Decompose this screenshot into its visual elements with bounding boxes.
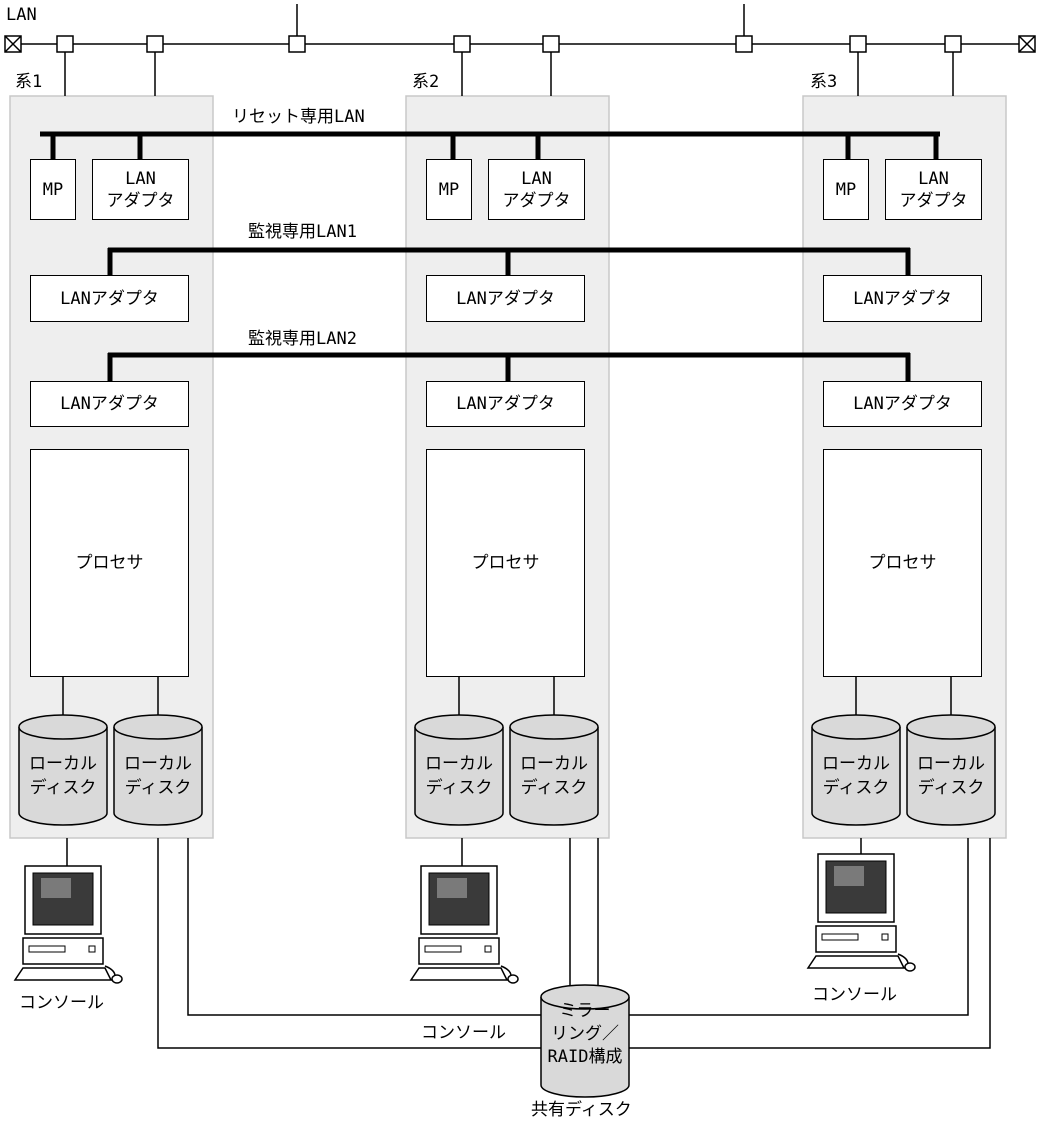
monitor-lan1-label: 監視専用LAN1	[248, 222, 357, 242]
local-disk-1-2-top	[113, 714, 203, 740]
lan-terminator-cross	[4, 35, 22, 53]
local-disk-label-line1: ローカル	[124, 754, 192, 774]
lan-adapter-reset-1-line1: LAN	[125, 168, 156, 189]
console-label-1: コンソール	[19, 993, 104, 1013]
local-disk-2-2-top	[509, 714, 599, 740]
shared-disk-label-line2: リング／	[551, 1024, 619, 1044]
processor-box-1: プロセサ	[30, 449, 189, 677]
lan-label: LAN	[6, 5, 37, 25]
console-3-keyboard	[806, 955, 906, 969]
local-disk-label-line1: ローカル	[917, 754, 985, 774]
local-disk-3-2-top	[906, 714, 996, 740]
local-disk-label-line1: ローカル	[520, 754, 588, 774]
local-disk-label-line1: ローカル	[29, 754, 97, 774]
system-name-3: 系3	[810, 72, 838, 92]
console-2-button	[484, 945, 492, 953]
local-disk-1-1	[18, 727, 108, 826]
lan-terminator-cross	[1018, 35, 1036, 53]
lan-connector	[944, 35, 962, 53]
console-3-mouse	[904, 962, 916, 972]
lan-adapter-reset-2-line2: アダプタ	[502, 190, 571, 211]
lan-adapter-monitor2-1: LANアダプタ	[30, 381, 189, 427]
console-1-mouse	[111, 974, 123, 984]
local-disk-label-1-2: ローカルディスク	[108, 752, 208, 800]
shared-disk	[540, 997, 630, 1098]
lan-adapter-monitor1-3: LANアダプタ	[823, 275, 982, 322]
local-disk-3-1-top	[811, 714, 901, 740]
system-name-2: 系2	[412, 72, 440, 92]
lan-adapter-reset-3-line2: アダプタ	[899, 190, 968, 211]
local-disk-label-3-1: ローカルディスク	[806, 752, 906, 800]
lan-adapter-reset-1-line2: アダプタ	[106, 190, 175, 211]
local-disk-label-1-1: ローカルディスク	[13, 752, 113, 800]
lan-adapter-monitor1-2: LANアダプタ	[426, 275, 585, 322]
processor-box-2: プロセサ	[426, 449, 585, 677]
console-label-2: コンソール	[421, 1023, 506, 1043]
local-disk-1-2	[113, 727, 203, 826]
console-3-drive	[821, 933, 859, 941]
console-1-button	[88, 945, 96, 953]
local-disk-label-2-2: ローカルディスク	[504, 752, 604, 800]
local-disk-label-line1: ローカル	[425, 754, 493, 774]
console-2-keyboard	[409, 967, 509, 981]
console-3-button	[881, 933, 889, 941]
console-1-keyboard	[13, 967, 113, 981]
console-3-screen-glare	[834, 866, 864, 886]
local-disk-label-line1: ローカル	[822, 754, 890, 774]
lan-connector	[146, 35, 164, 53]
local-disk-label-line2: ディスク	[917, 778, 985, 798]
lan-connector	[288, 35, 306, 53]
lan-adapter-reset-3-line1: LAN	[918, 168, 949, 189]
console-label-3: コンソール	[812, 985, 897, 1005]
local-disk-label-line2: ディスク	[520, 778, 588, 798]
monitor-lan2-label: 監視専用LAN2	[248, 329, 357, 349]
console-2-drive	[424, 945, 462, 953]
processor-box-3: プロセサ	[823, 449, 982, 677]
console-2-screen-glare	[437, 878, 467, 898]
lan-adapter-reset-2-line1: LAN	[521, 168, 552, 189]
lan-adapter-monitor2-3: LANアダプタ	[823, 381, 982, 427]
local-disk-label-line2: ディスク	[29, 778, 97, 798]
mp-box-1: MP	[30, 159, 76, 220]
local-disk-3-1	[811, 727, 901, 826]
console-2-mouse	[507, 974, 519, 984]
mp-box-2: MP	[426, 159, 472, 220]
local-disk-label-line2: ディスク	[124, 778, 192, 798]
lan-connector	[56, 35, 74, 53]
lan-adapter-monitor2-2: LANアダプタ	[426, 381, 585, 427]
lan-connector	[849, 35, 867, 53]
shared-disk-label-line1: ミラー	[559, 1001, 611, 1021]
local-disk-2-1-top	[414, 714, 504, 740]
local-disk-label-line2: ディスク	[822, 778, 890, 798]
local-disk-1-1-top	[18, 714, 108, 740]
local-disk-label-line2: ディスク	[425, 778, 493, 798]
local-disk-label-2-1: ローカルディスク	[409, 752, 509, 800]
lan-connector	[453, 35, 471, 53]
system-name-1: 系1	[15, 72, 43, 92]
lan-adapter-monitor1-1: LANアダプタ	[30, 275, 189, 322]
console-1-screen-glare	[41, 878, 71, 898]
console-1-drive	[28, 945, 66, 953]
shared-disk-label-line3: RAID構成	[547, 1047, 623, 1067]
shared-disk-label: ミラーリング／ RAID構成	[535, 1000, 635, 1069]
lan-connector	[542, 35, 560, 53]
shared-disk-top	[540, 984, 630, 1010]
local-disk-label-3-2: ローカルディスク	[901, 752, 1001, 800]
local-disk-3-2	[906, 727, 996, 826]
local-disk-2-2	[509, 727, 599, 826]
reset-lan-label: リセット専用LAN	[232, 107, 365, 127]
local-disk-2-1	[414, 727, 504, 826]
lan-connector	[735, 35, 753, 53]
mp-box-3: MP	[823, 159, 869, 220]
shared-disk-caption: 共有ディスク	[531, 1100, 632, 1120]
